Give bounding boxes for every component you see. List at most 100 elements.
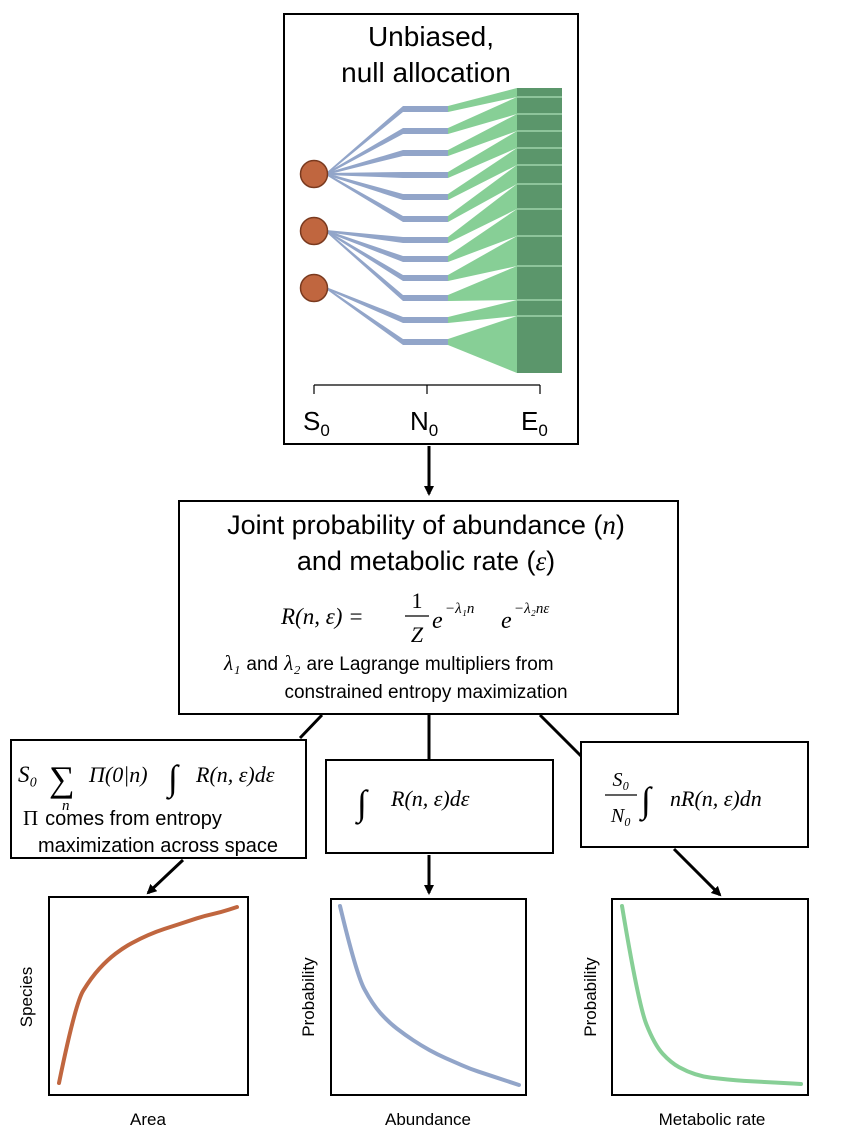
species-circle <box>299 273 329 303</box>
left-note-line2: maximization across space <box>38 835 278 857</box>
formula-lhs: R(n, ε) = <box>280 604 364 629</box>
energy-fan <box>448 236 517 281</box>
abundance-branch <box>326 230 403 281</box>
abundance-chart-frame <box>330 898 527 1096</box>
metabolic-chart-ylabel: Probability <box>581 957 600 1037</box>
abundance-branch <box>326 230 403 301</box>
formula-exp1: −λ₁n <box>445 601 474 617</box>
energy-fan <box>448 88 517 112</box>
energy-fans <box>448 88 517 373</box>
e0-label: E0 <box>521 406 548 440</box>
abundance-branch <box>326 128 403 175</box>
energy-fan <box>448 300 517 323</box>
joint-probability-box: Joint probability of abundance (n) and m… <box>178 500 679 715</box>
abundance-branch <box>326 173 403 200</box>
metabolic-chart-frame <box>611 898 809 1096</box>
energy-fan <box>448 209 517 262</box>
right-frac-den: N₀ <box>610 805 631 827</box>
metabolic-rate-curve <box>620 904 803 1086</box>
energy-fan <box>448 148 517 200</box>
abundance-branch <box>326 172 403 178</box>
left-integrand: R(n, ε)dε <box>195 762 275 787</box>
energy-fan <box>448 266 517 301</box>
individual-bar <box>403 237 448 243</box>
allocation-title-line2: null allocation <box>341 57 511 88</box>
individual-bar <box>403 256 448 262</box>
joint-title-line2: and metabolic rate (ε) <box>297 546 555 576</box>
middle-integrand: R(n, ε)dε <box>390 786 470 811</box>
allocation-title-line1: Unbiased, <box>368 21 494 52</box>
species-circles <box>299 159 329 303</box>
energy-fan <box>448 184 517 243</box>
individual-bar <box>403 275 448 281</box>
species-area-chart: Area Species <box>17 896 249 1129</box>
arrow-right-to-metabolic-chart <box>672 847 722 897</box>
energy-fan <box>448 316 517 373</box>
individual-bar <box>403 128 448 134</box>
abundance-chart-ylabel: Probability <box>299 957 318 1037</box>
middle-integral: ∫ <box>355 783 369 825</box>
species-circle <box>299 216 329 246</box>
joint-formula: R(n, ε) = 1 Z e −λ₁n e −λ₂nε <box>280 588 549 647</box>
left-integral: ∫ <box>166 758 180 800</box>
individual-bar <box>403 295 448 301</box>
allocation-axis <box>313 384 541 394</box>
joint-note-line2: constrained entropy maximization <box>284 682 567 703</box>
species-circle <box>299 159 329 189</box>
metabolic-formula-box: S₀ N₀ ∫ nR(n, ε)dn <box>580 741 809 848</box>
abundance-branch <box>326 230 403 243</box>
individual-bar <box>403 106 448 112</box>
n0-label: N0 <box>410 406 438 440</box>
right-integrand: nR(n, ε)dn <box>670 786 762 811</box>
left-sum-index: n <box>62 798 70 814</box>
abundance-branch <box>326 106 403 175</box>
left-box-frame <box>10 739 307 859</box>
connector-joint-to-left <box>298 713 324 740</box>
formula-e1: e <box>432 608 443 634</box>
energy-total-bar <box>517 88 562 373</box>
abundance-branches <box>326 106 403 345</box>
abundance-branch <box>326 230 403 262</box>
formula-exp2: −λ₂nε <box>514 601 549 617</box>
s0-label: S0 <box>303 406 330 440</box>
individual-bar <box>403 339 448 345</box>
individual-bar <box>403 317 448 323</box>
energy-fan <box>448 165 517 222</box>
left-s0: S₀ <box>18 762 38 787</box>
individual-bar <box>403 216 448 222</box>
individual-bar <box>403 172 448 178</box>
abundance-branch <box>326 173 403 222</box>
species-chart-xlabel: Area <box>130 1110 166 1129</box>
individual-bar <box>403 194 448 200</box>
abundance-curve <box>338 904 521 1087</box>
allocation-box: Unbiased, null allocation S0 N0 E0 <box>283 13 579 445</box>
metabolic-chart-xlabel: Metabolic rate <box>659 1110 766 1129</box>
formula-e2: e <box>501 608 512 634</box>
right-frac-num: S₀ <box>613 769 630 791</box>
abundance-branch <box>326 150 403 175</box>
right-integral: ∫ <box>639 780 653 822</box>
arrow-left-to-species-chart <box>146 858 185 895</box>
joint-box-frame <box>178 500 679 715</box>
energy-block <box>517 88 562 373</box>
abundance-chart-xlabel: Abundance <box>385 1110 471 1129</box>
formula-numerator: 1 <box>412 588 423 613</box>
energy-fan <box>448 97 517 134</box>
connector-joint-to-right <box>538 713 583 758</box>
individual-bar <box>403 150 448 156</box>
abundance-branch <box>326 287 403 345</box>
individual-bars <box>403 106 448 345</box>
species-area-curve <box>57 905 239 1085</box>
formula-denominator: Z <box>411 622 424 647</box>
left-pi-term: Π(0|n) <box>88 762 148 787</box>
left-sum-sign: ∑ <box>49 759 75 799</box>
energy-fan <box>448 114 517 156</box>
abundance-formula-box: ∫ R(n, ε)dε <box>325 759 554 854</box>
joint-title-line1: Joint probability of abundance (n) <box>227 510 625 540</box>
energy-fan <box>448 131 517 178</box>
abundance-branch <box>326 287 403 323</box>
middle-box-frame <box>325 759 554 854</box>
